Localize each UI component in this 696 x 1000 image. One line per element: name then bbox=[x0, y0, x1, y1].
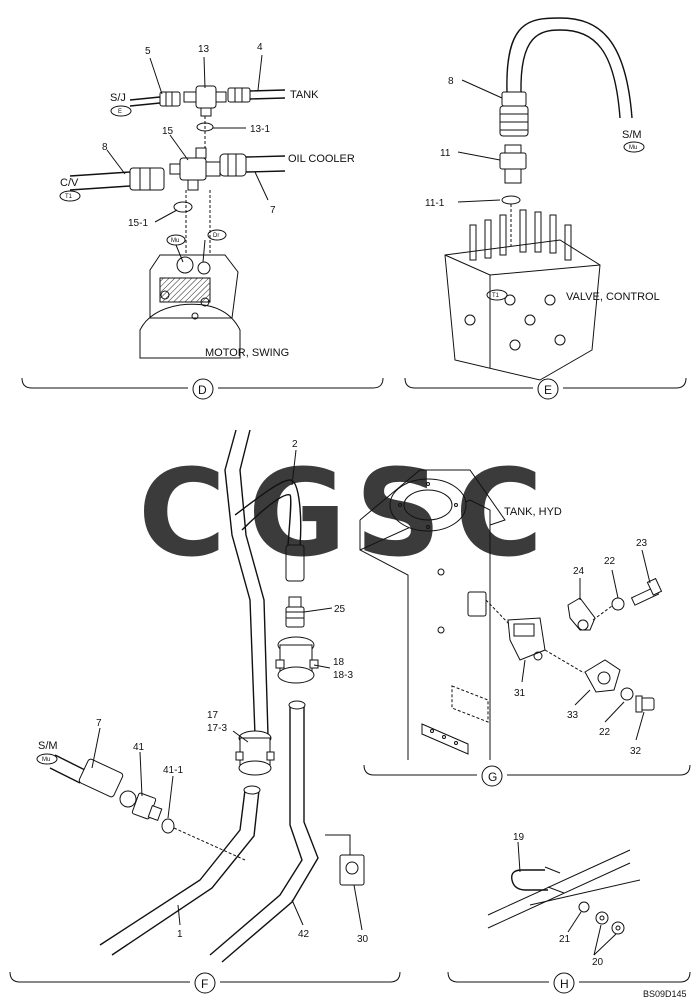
bolt-23 bbox=[630, 577, 663, 606]
adapter-11 bbox=[499, 144, 527, 184]
callout-f-42: 42 bbox=[298, 929, 310, 940]
tag-d-dr: Dr bbox=[213, 233, 219, 239]
sj-hose bbox=[129, 91, 181, 107]
callout-f-25: 25 bbox=[334, 604, 346, 615]
callout-h-19: 19 bbox=[513, 832, 525, 843]
clamp-33 bbox=[584, 659, 621, 693]
bolt-25 bbox=[285, 596, 305, 628]
hydraulic-tank bbox=[359, 469, 506, 760]
label-d-cv: C/V bbox=[60, 177, 79, 189]
clip-30 bbox=[325, 834, 365, 886]
section-d: 5 13 4 S/J E TANK 13-1 15 OIL COOLER 8 C… bbox=[21, 42, 384, 400]
label-d-tank: TANK bbox=[290, 89, 319, 101]
callout-e-11: 11 bbox=[440, 148, 451, 159]
hose-fitting-8 bbox=[499, 91, 529, 137]
cv-hose bbox=[69, 167, 165, 191]
callout-f-30: 30 bbox=[357, 934, 369, 945]
callout-f-41: 41 bbox=[133, 742, 145, 753]
label-e-sm: S/M bbox=[622, 129, 642, 141]
callout-g-24: 24 bbox=[573, 566, 585, 577]
tee-13 bbox=[183, 85, 227, 117]
section-letter-g: G bbox=[488, 770, 497, 784]
drawing-code: BS09D145 bbox=[643, 989, 687, 999]
callout-d-8: 8 bbox=[102, 142, 108, 153]
callout-f-17-3: 17-3 bbox=[207, 723, 227, 734]
tag-e-t1: T1 bbox=[492, 293, 500, 299]
label-d-sj: S/J bbox=[110, 92, 126, 104]
callout-g-22-bottom: 22 bbox=[599, 727, 611, 738]
callout-f-2: 2 bbox=[292, 439, 298, 450]
callout-d-5: 5 bbox=[145, 46, 151, 57]
callout-f-7: 7 bbox=[96, 718, 102, 729]
watermark-letter-2: G bbox=[248, 445, 347, 584]
label-f-sm: S/M bbox=[38, 740, 58, 752]
section-f-leaders bbox=[91, 449, 363, 931]
callout-g-32: 32 bbox=[630, 746, 642, 757]
section-f: 2 25 18 18-3 17 17-3 7 S/M Mu 41 41-1 1 … bbox=[9, 429, 401, 994]
section-letter-d: D bbox=[198, 383, 207, 397]
callout-h-21: 21 bbox=[559, 934, 571, 945]
adapter-41 bbox=[131, 792, 163, 821]
callout-d-15-1: 15-1 bbox=[128, 218, 148, 229]
control-valve bbox=[444, 209, 601, 381]
callout-f-17: 17 bbox=[207, 710, 219, 721]
label-d-motor: MOTOR, SWING bbox=[205, 347, 289, 359]
label-e-valve: VALVE, CONTROL bbox=[566, 291, 660, 303]
callout-g-33: 33 bbox=[567, 710, 579, 721]
callout-h-20: 20 bbox=[592, 957, 604, 968]
section-letter-h: H bbox=[560, 977, 569, 991]
watermark: C G S C bbox=[138, 445, 543, 584]
callout-g-23: 23 bbox=[636, 538, 648, 549]
washer-22-bottom bbox=[620, 687, 634, 701]
callout-f-41-1: 41-1 bbox=[163, 765, 183, 776]
tag-f-mu: Mu bbox=[42, 757, 50, 763]
callout-d-4: 4 bbox=[257, 42, 263, 53]
section-letter-e: E bbox=[544, 383, 552, 397]
callout-e-8: 8 bbox=[448, 76, 454, 87]
label-g-tank: TANK, HYD bbox=[504, 506, 562, 518]
callout-f-18: 18 bbox=[333, 657, 345, 668]
clamp-18 bbox=[275, 636, 319, 684]
bracket-31 bbox=[485, 599, 546, 661]
tag-e-mu: Mu bbox=[629, 145, 637, 151]
label-d-oil-cooler: OIL COOLER bbox=[288, 153, 355, 165]
callout-d-7: 7 bbox=[270, 205, 276, 216]
oring-15-1 bbox=[173, 201, 193, 213]
section-d-leaders bbox=[106, 54, 269, 263]
oring-41-1 bbox=[161, 818, 175, 834]
bolt-32 bbox=[635, 695, 655, 713]
section-g: TANK, HYD 22 23 24 31 33 22 32 G bbox=[359, 469, 691, 787]
callout-d-15: 15 bbox=[162, 126, 174, 137]
tag-d-e: E bbox=[118, 109, 122, 115]
oring-11-1 bbox=[501, 195, 521, 205]
section-h: 19 21 20 H bbox=[447, 832, 691, 994]
watermark-letter-1: C bbox=[138, 445, 226, 584]
nut-21 bbox=[578, 901, 590, 913]
callout-g-22-top: 22 bbox=[604, 556, 616, 567]
callout-g-31: 31 bbox=[514, 688, 526, 699]
callout-e-11-1: 11-1 bbox=[425, 198, 445, 209]
tag-d-t1: T1 bbox=[65, 194, 73, 200]
callout-d-13-1: 13-1 bbox=[250, 124, 270, 135]
valve-15 bbox=[169, 147, 221, 191]
section-letter-f: F bbox=[201, 977, 208, 991]
washer-20-b bbox=[611, 921, 625, 935]
callout-f-1: 1 bbox=[177, 929, 183, 940]
section-e: 8 11 11-1 S/M Mu T1 VALVE, CONTROL E bbox=[404, 17, 687, 400]
clamp-24 bbox=[567, 597, 596, 631]
watermark-letter-4: C bbox=[455, 445, 543, 584]
watermark-letter-3: S bbox=[355, 445, 441, 584]
callout-f-18-3: 18-3 bbox=[333, 670, 353, 681]
sm-hose-7 bbox=[49, 754, 137, 808]
oil-cooler-hose bbox=[219, 153, 286, 177]
swing-motor bbox=[139, 254, 241, 359]
washer-20-a bbox=[595, 911, 609, 925]
tag-d-mu: Mu bbox=[171, 238, 179, 244]
washer-22-top bbox=[611, 597, 625, 611]
u-bolt-19 bbox=[511, 866, 565, 894]
callout-d-13: 13 bbox=[198, 44, 210, 55]
tank-hose bbox=[227, 87, 286, 103]
